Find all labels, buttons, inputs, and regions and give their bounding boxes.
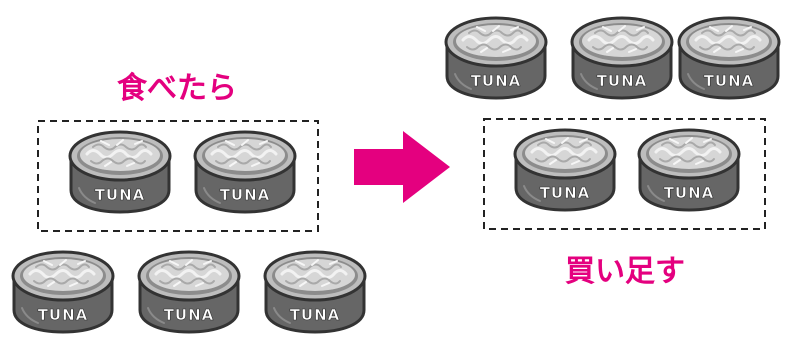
eaten-cans-box [37, 120, 319, 232]
svg-text:TUNA: TUNA [164, 306, 215, 324]
bought-cans-box [483, 118, 766, 230]
arrow-right-icon [354, 131, 450, 203]
tuna-can-icon: TUNA [11, 250, 115, 334]
svg-text:TUNA: TUNA [704, 72, 755, 90]
tuna-can-icon: TUNA [137, 250, 241, 334]
tuna-can-icon: TUNA [513, 128, 617, 212]
tuna-can-icon: TUNA [677, 16, 781, 100]
svg-text:TUNA: TUNA [664, 184, 715, 202]
eat-label: 食べたら [117, 71, 237, 106]
tuna-can-icon: TUNA [263, 250, 367, 334]
svg-text:TUNA: TUNA [38, 306, 89, 324]
svg-text:TUNA: TUNA [471, 72, 522, 90]
buy-more-label: 買い足す [565, 254, 685, 289]
tuna-can-icon: TUNA [193, 130, 297, 214]
tuna-can-icon: TUNA [570, 16, 674, 100]
svg-text:TUNA: TUNA [220, 186, 271, 204]
svg-text:TUNA: TUNA [290, 306, 341, 324]
svg-text:TUNA: TUNA [597, 72, 648, 90]
svg-text:TUNA: TUNA [95, 186, 146, 204]
tuna-can-icon: TUNA [637, 128, 741, 212]
tuna-can-icon: TUNA [444, 16, 548, 100]
tuna-can-icon: TUNA [68, 130, 172, 214]
svg-text:TUNA: TUNA [540, 184, 591, 202]
